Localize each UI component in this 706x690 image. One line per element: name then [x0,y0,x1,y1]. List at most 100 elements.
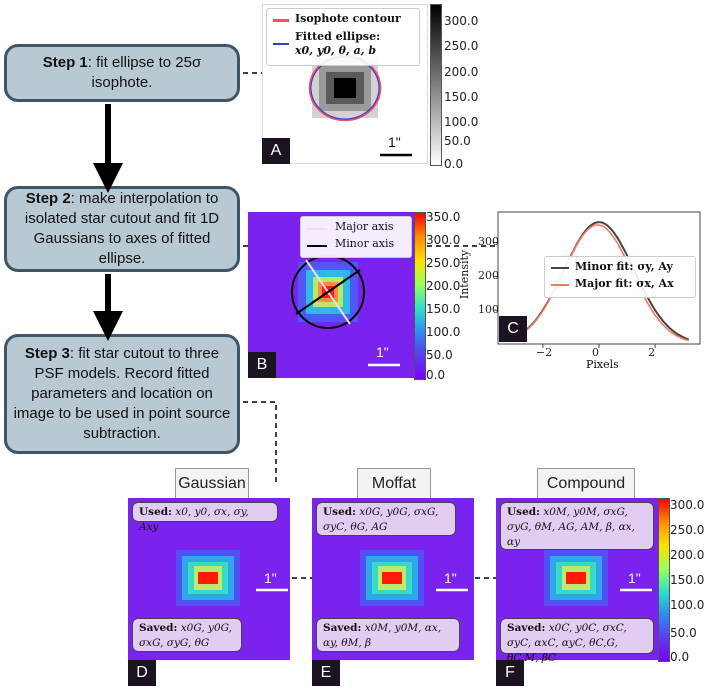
model-label-compound: Compound [537,468,635,500]
used-params-f: x0M, y0M, σxG, σyG, θM, AG, AM, β, αx, α… [507,506,635,548]
panel-c: −2 0 2 100 200 300 Pixels Intensity Mino… [458,210,704,372]
legend-major-label: Major axis [335,220,394,233]
chart-c-xticks: −2 0 2 [462,346,704,360]
tick: 100.0 [444,115,479,129]
panel-letter-a: A [262,138,290,164]
colorbar-a-ticks: 300.0 250.0 200.0 150.0 100.0 50.0 0.0 [444,4,494,171]
legend-minor-fit-label: Minor fit: σy, Ay [575,260,673,273]
colorbar-models-ticks: 300.0 250.0 200.0 150.0 100.0 50.0 0.0 [670,498,704,664]
legend-panel-a: Isophote contour Fitted ellipse: x0, y0,… [266,8,420,66]
step-3-text: : fit star cutout to three PSF models. R… [13,345,231,442]
star-pixel-core [334,78,356,98]
y-tick-marks [494,241,498,311]
panel-letter-e: E [312,660,340,686]
chart-c-yticks: 100 200 300 [478,210,499,344]
used-note-e: Used: x0G, y0G, σxG, σyC, θG, AG [316,502,456,536]
x-tick-label: −2 [535,346,553,359]
tick: 0.0 [670,650,690,664]
colorbar-a [430,4,442,166]
legend-minor-label: Minor axis [335,237,395,250]
step-2-text: : make interpolation to isolated star cu… [24,190,220,267]
x-tick-marks [542,344,656,348]
used-lead-d: Used: [139,506,172,518]
legend-swatch-contour [273,19,289,22]
tick: 300.0 [670,498,705,512]
legend-contour-label: Isophote contour [295,12,401,25]
used-lead-e: Used: [323,506,356,518]
panel-e: 1" Used: x0G, y0G, σxG, σyC, θG, AG Save… [312,498,474,686]
model-label-gaussian: Gaussian [175,468,249,500]
tick: 100.0 [426,325,461,339]
saved-note-d: Saved: x0G, y0G, σxG, σyG, θG [132,618,242,652]
used-note-d: Used: x0, y0, σx, σy, Axy [132,502,278,533]
tick: 150.0 [670,573,705,587]
saved-lead-e: Saved: [323,622,362,634]
step-2-title: Step 2 [25,190,71,207]
legend-swatch-major-fit [551,284,569,286]
legend-panel-b: Major axis Minor axis [300,216,412,258]
series-major-fit [506,224,690,342]
y-tick-label: 200 [478,269,499,283]
tick: 200.0 [670,548,705,562]
tick: 150.0 [444,90,479,104]
tick: 300.0 [444,14,479,28]
saved-params-d: x0G, y0G, σxG, σyG, θG [139,622,232,649]
tick: 200.0 [426,279,461,293]
used-params-e: x0G, y0G, σxG, σyC, θG, AG [323,506,439,533]
saved-lead-d: Saved: [139,622,178,634]
legend-major-fit-label: Major fit: σx, Ax [575,277,674,290]
colorbar-models [658,498,670,662]
tick: 50.0 [444,134,471,148]
step-3-title: Step 3 [24,345,70,362]
panel-d: 1" Used: x0, y0, σx, σy, Axy Saved: x0G,… [128,498,290,686]
legend-swatch-major [307,228,327,230]
step-1-text: : fit ellipse to 25σ isophote. [87,54,202,91]
legend-ellipse-params: x0, y0, θ, a, b [295,44,377,57]
used-lead-f: Used: [507,506,540,518]
colorbar-b [414,212,426,380]
colorbar-b-ticks: 350.0 300.0 250.0 200.0 150.0 100.0 50.0… [426,210,470,382]
model-label-moffat: Moffat [357,468,431,500]
panel-a: 1" Isophote contour Fitted ellipse: x0, … [262,4,494,171]
step-1-box: Step 1: fit ellipse to 25σ isophote. [4,44,240,102]
scale-label-e: 1" [444,570,457,586]
scale-label-d: 1" [264,570,277,586]
legend-swatch-minor [307,245,327,247]
scale-label-b: 1" [376,344,389,360]
chart-c-xlabel: Pixels [586,358,619,371]
panel-letter-b: B [248,352,276,378]
chart-c-ylabel: Intensity [458,249,472,300]
x-tick-label: 2 [648,346,656,359]
scale-label-a: 1" [388,134,401,150]
tick: 100.0 [670,598,705,612]
panel-f: 1" Used: x0M, y0M, σxG, σyG, θM, AG, AM,… [496,498,704,686]
legend-swatch-minor-fit [551,267,569,269]
step-2-box: Step 2: make interpolation to isolated s… [4,186,240,272]
tick: 0.0 [444,157,464,171]
used-note-f: Used: x0M, y0M, σxG, σyG, θM, AG, AM, β,… [500,502,654,550]
step-3-box: Step 3: fit star cutout to three PSF mod… [4,334,240,454]
used-params-d: x0, y0, σx, σy, Axy [139,506,249,533]
scale-label-f: 1" [628,570,641,586]
tick: 50.0 [670,626,697,640]
tick: 250.0 [426,256,461,270]
tick: 300.0 [426,233,461,247]
panel-letter-f: F [496,660,524,686]
saved-params-e: x0M, y0M, αx, αy, θM, β [323,622,442,649]
saved-note-f: Saved: x0C, y0C, σxC, σyC, αxC, αyC, θC,… [500,618,654,664]
y-tick-label: 300 [478,235,499,249]
minor-axis-line [295,269,361,315]
x-tick-label: 0 [592,346,599,359]
step-1-title: Step 1 [42,54,88,71]
tick: 50.0 [426,348,453,362]
tick: 0.0 [426,368,446,382]
saved-note-e: Saved: x0M, y0M, αx, αy, θM, β [316,618,460,652]
panel-letter-c: C [499,316,527,342]
legend-ellipse-label: Fitted ellipse: [295,30,381,43]
panel-b: 1" Major axis Minor axis B 350.0 300.0 2… [248,210,470,382]
y-tick-label: 100 [478,303,499,317]
tick: 350.0 [426,210,461,224]
legend-swatch-ellipse [273,43,289,45]
saved-lead-f: Saved: [507,622,546,634]
legend-panel-c: Minor fit: σy, Ay Major fit: σx, Ax [544,256,696,298]
